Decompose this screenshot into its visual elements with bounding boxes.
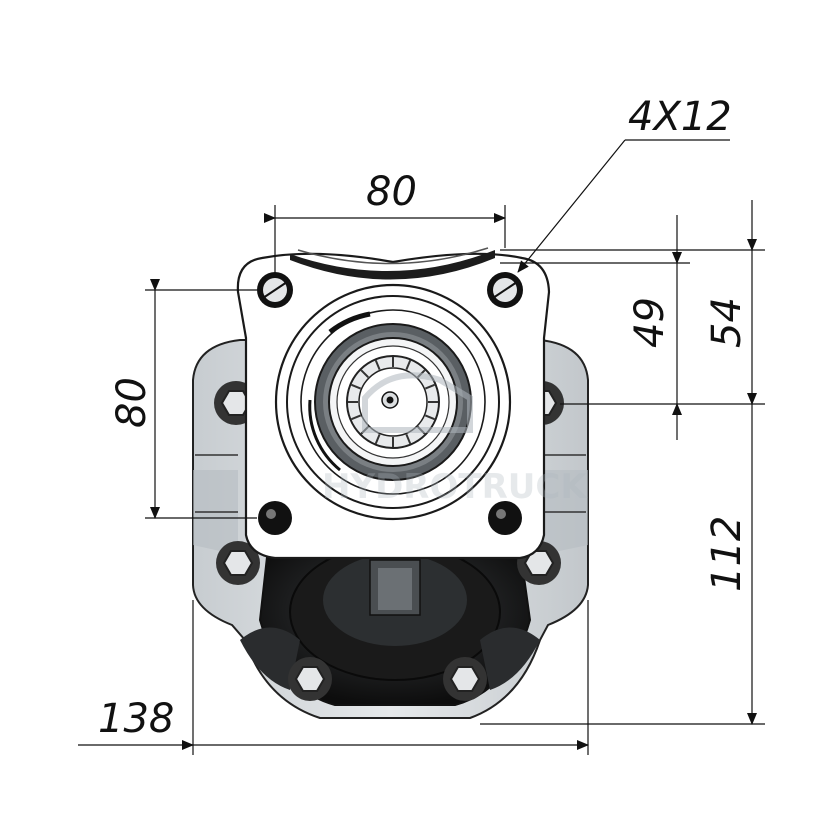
dim-label-138: 138 (98, 696, 174, 742)
spline-tooth (424, 383, 435, 390)
mounting-hole (487, 272, 523, 308)
dim-label-112: 112 (704, 516, 750, 592)
dim-label-49: 49 (627, 297, 673, 348)
dim-label-4x12: 4X12 (628, 94, 732, 140)
spline-tooth (405, 433, 412, 444)
leader-mounting-holes: 4X12 (517, 94, 732, 273)
spline-tooth (351, 414, 362, 421)
dim-label-80-side: 80 (109, 377, 155, 428)
dimension-54: 54 (704, 200, 757, 404)
watermark-text: HYDROTRUCK (322, 467, 588, 507)
splined-shaft (346, 355, 440, 449)
mounting-hole (258, 501, 292, 535)
hex-bolt (443, 657, 487, 701)
hex-bolt (216, 541, 260, 585)
hex-bolt (288, 657, 332, 701)
spline-tooth (424, 414, 435, 421)
dimension-hole-spacing-side: 80 (109, 279, 257, 519)
mounting-hole (488, 501, 522, 535)
dim-label-54: 54 (704, 297, 750, 348)
mounting-hole (257, 272, 293, 308)
spline-tooth (374, 433, 381, 444)
spline-tooth (405, 360, 412, 371)
watermark-logo: HYDROTRUCK (322, 372, 588, 507)
dim-label-80-top: 80 (366, 169, 417, 215)
dimension-138: 138 (78, 600, 589, 755)
dimension-hole-spacing-top: 80 (264, 169, 506, 275)
spline-tooth (351, 383, 362, 390)
dimension-112: 112 (704, 393, 757, 725)
dimension-49: 49 (627, 215, 682, 440)
spline-tooth (360, 369, 369, 378)
spline-tooth (374, 360, 381, 371)
